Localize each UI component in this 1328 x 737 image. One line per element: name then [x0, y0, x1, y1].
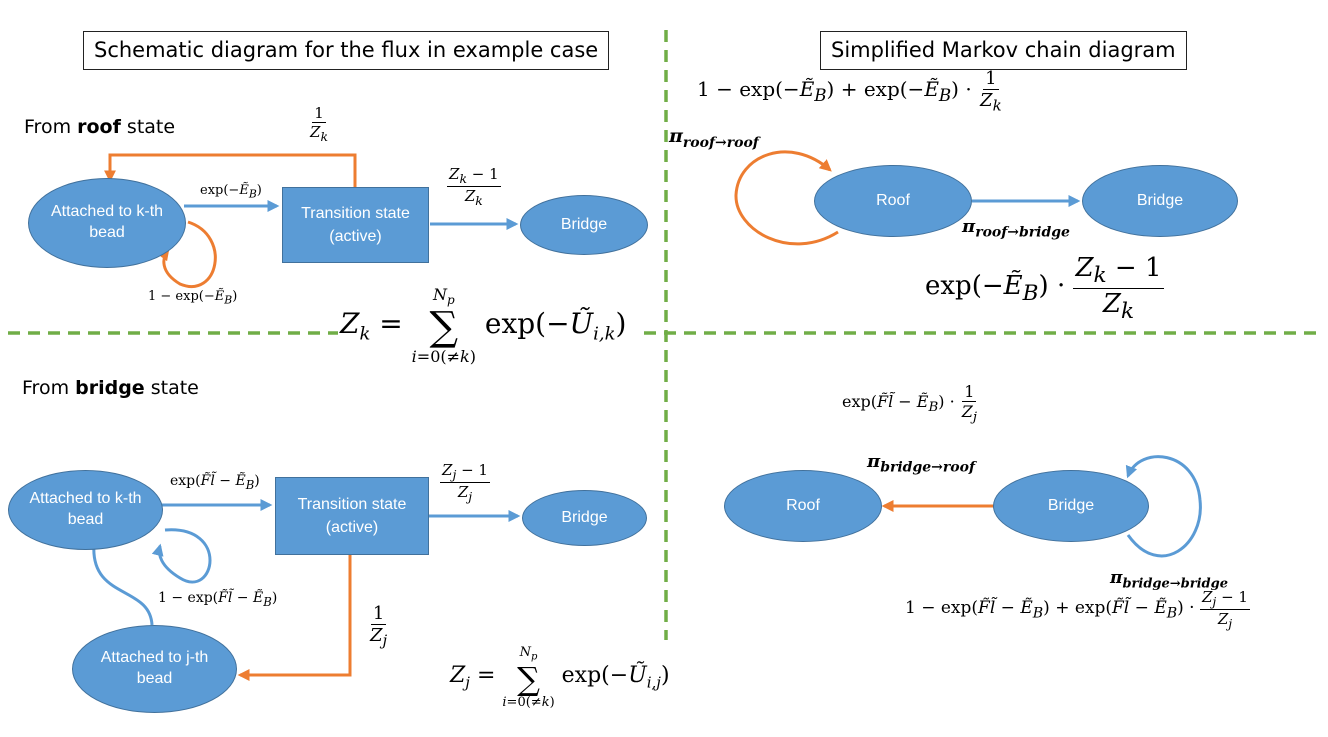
zj-equation: Zj = Np∑i=0(≠k) exp(−Ũi,j) [450, 645, 670, 710]
bridge-transition-node: Transition state (active) [275, 477, 429, 555]
markov-bridge-top-node: Bridge [1082, 165, 1238, 237]
bridge-self-loop [151, 528, 212, 584]
from-bridge-heading: From bridge state [22, 377, 199, 399]
roof-self-loop-label: 1 − exp(−ẼB) [148, 289, 238, 307]
left-panel-title: Schematic diagram for the flux in exampl… [83, 31, 610, 70]
right-panel-title: Simplified Markov chain diagram [820, 31, 1187, 70]
pi-bridge-bridge-label: πbridge→bridge [1110, 568, 1229, 592]
bridge-bridge-node: Bridge [522, 490, 647, 546]
markov-roof-self-loop [734, 150, 839, 246]
pi-roof-bridge-label: πroof→bridge [962, 216, 1070, 241]
markov-bridge-bridge-prob: 1 − exp(F̃l̃ − ẼB) + exp(F̃l̃ − ẼB) · Zj… [905, 588, 1250, 631]
roof-transition-node: Transition state (active) [282, 187, 429, 263]
from-roof-bold: roof [77, 116, 121, 138]
bridge-k-to-j-curve [92, 543, 154, 626]
markov-bridge-bottom-node: Bridge [993, 470, 1149, 542]
markov-roof-top-node: Roof [814, 165, 972, 237]
from-roof-suffix: state [120, 116, 176, 138]
roof-self-loop [157, 220, 217, 288]
pi-roof-roof-label: πroof→roof [669, 125, 759, 151]
from-roof-heading: From roof state [24, 116, 175, 138]
from-bridge-prefix: From [22, 377, 76, 399]
bridge-transition-to-j-arrow [237, 555, 352, 681]
from-bridge-suffix: state [144, 377, 199, 399]
roof-attached-k-node: Attached to k-th bead [28, 178, 186, 268]
markov-bridge-self-loop [1125, 455, 1202, 558]
markov-roof-bottom-node: Roof [724, 470, 882, 542]
roof-transition-back-arrow [104, 153, 357, 188]
zk-equation: Zk = Np∑i=0(≠k) exp(−Ũi,k) [340, 285, 627, 367]
from-roof-prefix: From [24, 116, 78, 138]
bridge-exp-fl-eb-label: exp(F̃l̃ − ẼB) [170, 473, 260, 492]
roof-exp-eb-label: exp(−ẼB) [200, 183, 262, 201]
from-bridge-bold: bridge [75, 377, 145, 399]
bridge-attached-j-node: Attached to j-th bead [72, 625, 237, 713]
bridge-attached-k-node: Attached to k-th bead [8, 470, 163, 550]
roof-bridge-node: Bridge [520, 195, 648, 255]
pi-bridge-roof-label: πbridge→roof [867, 451, 975, 476]
bridge-self-loop-label: 1 − exp(F̃l̃ − ẼB) [158, 590, 278, 609]
